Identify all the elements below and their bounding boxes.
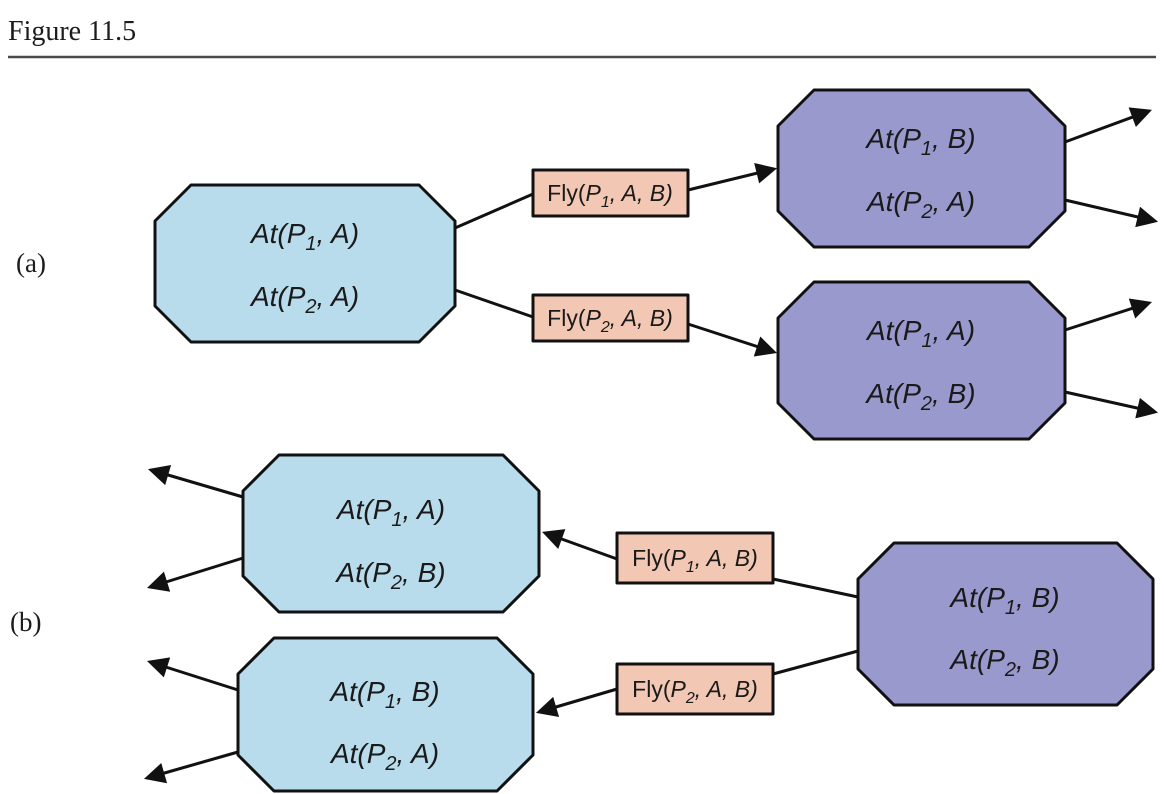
- edge-a-result1-out-arrow-up: [1064, 107, 1152, 144]
- edge-a-initial-to-fly2: [454, 288, 534, 319]
- edge-b-fly2-to-pred2-arrow: [535, 687, 618, 718]
- state-node-a-result1: [776, 88, 1067, 249]
- state-node-a-initial: [153, 183, 457, 344]
- state-a-initial-line1: At(P1, A): [249, 218, 359, 255]
- state-a-result1-line1: At(P1, B): [864, 123, 975, 160]
- state-node-b-goal: [856, 541, 1155, 707]
- action-node-a-fly-p2: [531, 293, 690, 343]
- edge-b-pred2-out-arrow-up: [146, 657, 239, 692]
- edge-a-result1-out-arrow-down: [1064, 198, 1159, 228]
- edge-a-result2-out-arrow-down: [1064, 390, 1159, 419]
- state-a-result1-line2: At(P2, A): [865, 186, 975, 223]
- action-a-fly-p1-label: Fly(P1, A, B): [547, 180, 673, 211]
- edge-b-fly1-to-pred1-arrow: [542, 529, 618, 561]
- edge-a-result2-out-arrow-up: [1064, 298, 1152, 332]
- edge-a-fly1-to-result1-arrow: [687, 163, 778, 192]
- panel-a-label: (a): [16, 248, 46, 278]
- edge-a-fly2-to-result2-arrow: [687, 322, 777, 357]
- action-node-a-fly-p1: [531, 168, 690, 218]
- edge-b-pred1-out-arrow-up: [147, 464, 244, 499]
- panel-b: At(P1, A) At(P2, B) At(P1, B) At(P2, A) …: [143, 453, 1155, 793]
- panel-b-label: (b): [10, 607, 41, 637]
- action-b-fly-p2-label: Fly(P2, A, B): [632, 676, 758, 707]
- state-b-goal-line2: At(P2, B): [948, 644, 1059, 681]
- state-a-initial-line2: At(P2, A): [249, 281, 359, 318]
- state-node-b-pred1: [241, 453, 541, 614]
- action-b-fly-p1-label: Fly(P1, A, B): [632, 545, 758, 576]
- edge-b-pred1-out-arrow-down: [146, 556, 244, 592]
- state-a-result2-line2: At(P2, B): [864, 378, 975, 415]
- edge-b-pred2-out-arrow-down: [143, 750, 239, 784]
- action-a-fly-p2-label: Fly(P2, A, B): [547, 305, 673, 336]
- state-b-pred2-line2: At(P2, A): [329, 738, 439, 775]
- state-b-goal-line1: At(P1, B): [948, 582, 1059, 619]
- action-node-b-fly-p1: [615, 531, 775, 585]
- edge-b-goal-to-fly1: [772, 577, 859, 599]
- state-b-pred1-line2: At(P2, B): [334, 557, 445, 594]
- state-b-pred2-line1: At(P1, B): [328, 676, 439, 713]
- state-a-result2-line1: At(P1, A): [865, 315, 975, 352]
- action-node-b-fly-p2: [615, 662, 775, 716]
- panel-a: At(P1, A) At(P2, A) Fly(P1, A, B) Fly(P2…: [153, 88, 1159, 441]
- state-node-b-pred2: [236, 636, 535, 793]
- edge-a-initial-to-fly1: [454, 192, 534, 230]
- state-node-a-result2: [776, 280, 1067, 441]
- state-b-pred1-line1: At(P1, A): [335, 494, 445, 531]
- figure-title: Figure 11.5: [8, 16, 136, 47]
- edge-b-goal-to-fly2: [772, 649, 859, 676]
